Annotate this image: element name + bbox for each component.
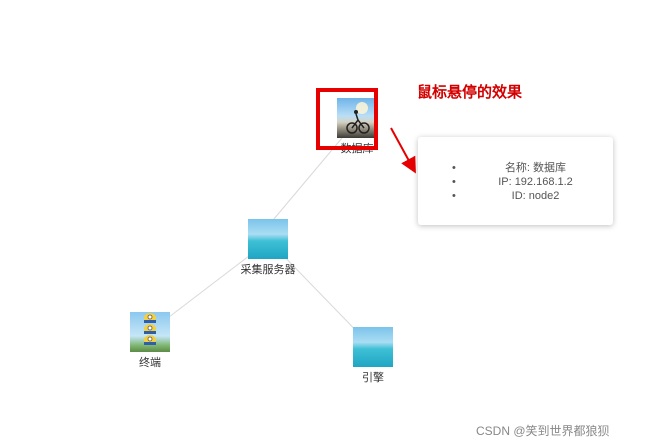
tooltip-name: 名称: 数据库 [418,161,613,175]
node-engine-image [353,327,393,367]
node-engine-label: 引擎 [362,372,384,384]
minion-icon [144,313,156,345]
node-db-image [337,98,377,138]
node-terminal-image [130,312,170,352]
tooltip-id: ID: node2 [418,189,613,203]
node-collector-label: 采集服务器 [240,264,296,276]
node-collector-image [248,219,288,259]
hover-tooltip: 名称: 数据库 IP: 192.168.1.2 ID: node2 [418,137,613,225]
watermark: CSDN @笑到世界都狼狈 [476,424,610,438]
cyclist-icon [346,102,370,134]
tooltip-ip: IP: 192.168.1.2 [418,175,613,189]
edge-collector-db [267,137,343,227]
edge-collector-terminal [151,245,263,331]
annotation-text: 鼠标悬停的效果 [417,83,523,101]
tooltip-list: 名称: 数据库 IP: 192.168.1.2 ID: node2 [418,161,613,203]
node-terminal-label: 终端 [139,357,161,369]
hover-highlight-box [316,88,378,150]
annotation-arrow [390,127,416,174]
